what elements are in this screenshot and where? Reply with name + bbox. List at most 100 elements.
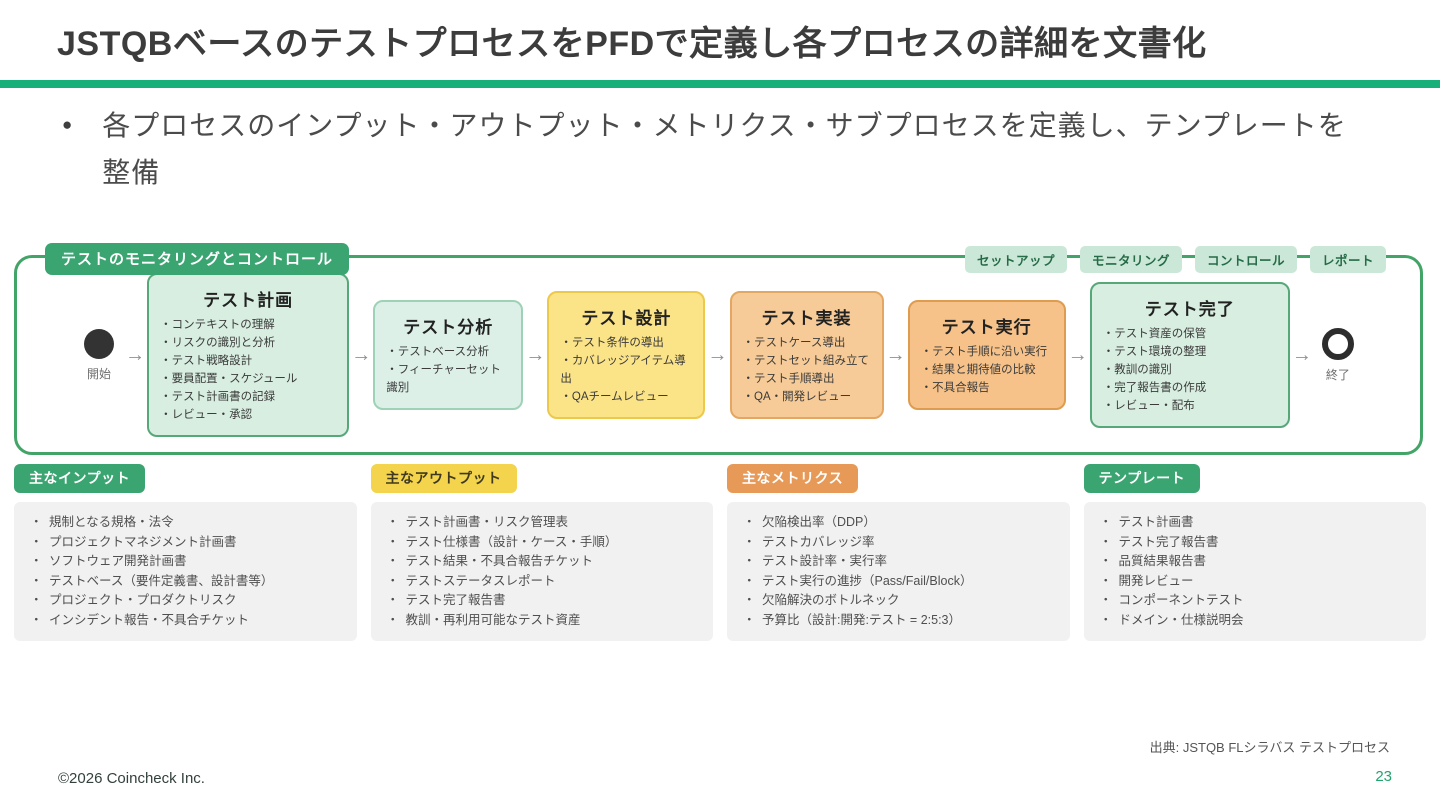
list-bullet-icon: ・ [30, 593, 43, 607]
panel-item: ・規制となる規格・法令 [30, 513, 341, 533]
process-item: ・テスト手順に沿い実行 [920, 345, 1048, 358]
panel-item: ・ソフトウェア開発計画書 [30, 552, 341, 572]
arrow-icon: → [707, 343, 728, 366]
process-item: ・テスト環境の整理 [1102, 345, 1207, 358]
process-item: ・不具合報告 [920, 382, 990, 395]
panel-item-text: 欠陥検出率（DDP） [762, 515, 876, 529]
process-item: ・テスト計画書の記録 [160, 391, 276, 404]
process-container: テストのモニタリングとコントロール セットアップモニタリングコントロールレポート… [14, 243, 1423, 455]
panel-item-text: ソフトウェア開発計画書 [49, 554, 187, 568]
bullet-icon: ● [62, 115, 73, 134]
panel-item: ・プロジェクトマネジメント計画書 [30, 533, 341, 553]
list-bullet-icon: ・ [386, 573, 400, 588]
list-bullet-icon: ・ [743, 612, 756, 627]
process-item: ・テスト手順導出 [742, 373, 835, 385]
process-item: ・テスト条件の導出 [560, 336, 664, 349]
process-item: ・テストケース導出 [742, 336, 846, 349]
list-bullet-icon: ・ [1099, 554, 1113, 568]
list-bullet-icon: ・ [743, 593, 756, 607]
panel-item: ・教訓・再利用可能なテスト資産 [387, 611, 698, 631]
panel-item: ・欠陥検出率（DDP） [743, 513, 1054, 533]
arrow-icon: → [351, 343, 372, 366]
arrow-icon: → [1291, 343, 1312, 366]
panel-item-text: 予算比（設計:開発:テスト = 2:5:3） [762, 612, 961, 627]
flow-process-box: テスト分析・テストベース分析・フィーチャーセット識別 [373, 299, 524, 411]
list-bullet-icon: ・ [30, 612, 43, 627]
process-title: テスト設計 [581, 308, 672, 328]
panel-item-text: テスト設計率・実行率 [762, 554, 888, 568]
list-bullet-icon: ・ [1099, 612, 1113, 627]
panel-item-text: インシデント報告・不具合チケット [49, 612, 250, 627]
end-node-label: 終了 [1325, 367, 1350, 382]
process-item: ・フィーチャーセット識別 [386, 363, 501, 395]
panel-list: ・規制となる規格・法令・プロジェクトマネジメント計画書・ソフトウェア開発計画書・… [14, 502, 357, 641]
panel-item-text: プロジェクトマネジメント計画書 [49, 534, 237, 549]
list-bullet-icon: ・ [386, 515, 400, 529]
panel-badge: 主なメトリクス [727, 464, 859, 493]
process-title: テスト実行 [941, 317, 1032, 337]
panel-item-text: プロジェクト・プロダクトリスク [49, 593, 237, 607]
process-item: ・テスト資産の保管 [1102, 327, 1207, 340]
process-flow: 開始→テスト計画・コンテキストの理解・リスクの識別と分析・テスト戦略設計・要員配… [17, 258, 1420, 452]
arrow-icon: → [1067, 343, 1088, 366]
flow-process-box: テスト実行・テスト手順に沿い実行・結果と期待値の比較・不具合報告 [907, 299, 1066, 411]
process-title: テスト完了 [1144, 299, 1235, 319]
start-node-label: 開始 [86, 366, 111, 381]
list-bullet-icon: ・ [30, 573, 43, 588]
panel-badge: 主なアウトプット [370, 464, 517, 493]
panel-item: ・テスト仕様書（設計・ケース・手順） [387, 533, 698, 553]
phase-tag: セットアップ [964, 246, 1067, 273]
copyright: ©2026 Coincheck Inc. [58, 770, 205, 787]
panel-item: ・品質結果報告書 [1100, 552, 1411, 572]
process-item: ・テストセット組み立て [742, 354, 870, 367]
process-title: テスト分析 [403, 317, 494, 337]
panel-item: ・テスト計画書・リスク管理表 [387, 513, 698, 533]
list-bullet-icon: ・ [30, 515, 43, 529]
list-bullet-icon: ・ [386, 534, 400, 549]
panel-item: ・テスト結果・不具合報告チケット [387, 552, 698, 572]
process-item: ・結果と期待値の比較 [920, 363, 1036, 376]
start-node: 開始 [75, 328, 123, 382]
panel-item: ・テスト完了報告書 [1100, 533, 1411, 553]
source-note: 出典: JSTQB FLシラバス テストプロセス [1149, 740, 1390, 755]
panel-item: ・テストステータスレポート [387, 572, 698, 592]
list-bullet-icon: ・ [386, 554, 400, 568]
panel-item-text: コンポーネントテスト [1118, 593, 1244, 607]
panel: テンプレート・テスト計画書・テスト完了報告書・品質結果報告書・開発レビュー・コン… [1083, 464, 1426, 641]
panel-badge: テンプレート [1083, 464, 1201, 493]
panel-item-text: テスト計画書・リスク管理表 [405, 515, 569, 529]
panel-item-text: ドメイン・仕様説明会 [1118, 612, 1244, 627]
end-node: 終了 [1314, 327, 1362, 383]
panel-item: ・テスト設計率・実行率 [743, 552, 1054, 572]
panel-item: ・テスト実行の進捗（Pass/Fail/Block） [743, 572, 1054, 592]
panel-list: ・欠陥検出率（DDP）・テストカバレッジ率・テスト設計率・実行率・テスト実行の進… [727, 502, 1070, 641]
panel-item-text: 品質結果報告書 [1118, 554, 1207, 568]
process-item: ・QAチームレビュー [560, 391, 669, 404]
panel-list: ・テスト計画書・リスク管理表・テスト仕様書（設計・ケース・手順）・テスト結果・不… [370, 502, 713, 641]
panel-item: ・テスト計画書 [1100, 513, 1411, 533]
flow-process-box: テスト実装・テストケース導出・テストセット組み立て・テスト手順導出・QA・開発レ… [729, 290, 884, 420]
panel-item: ・欠陥解決のボトルネック [743, 591, 1054, 611]
process-item: ・カバレッジアイテム導出 [560, 354, 686, 385]
arrow-icon: → [885, 343, 906, 366]
panel-item: ・テストカバレッジ率 [743, 533, 1054, 553]
end-node-icon [1321, 327, 1354, 360]
list-bullet-icon: ・ [743, 554, 756, 568]
phase-tag: モニタリング [1079, 246, 1182, 273]
page-title: JSTQBベースのテストプロセスをPFDで定義し各プロセスの詳細を文書化 [57, 25, 1207, 63]
phase-tag: コントロール [1194, 246, 1297, 273]
process-item: ・テストベース分析 [386, 345, 490, 358]
panel-item: ・コンポーネントテスト [1100, 591, 1411, 611]
panel-item-text: テストステータスレポート [405, 573, 556, 588]
panel-item: ・プロジェクト・プロダクトリスク [30, 591, 341, 611]
process-title: テスト計画 [203, 290, 294, 310]
flow-process-box: テスト完了・テスト資産の保管・テスト環境の整理・教訓の識別・完了報告書の作成・レ… [1089, 281, 1290, 429]
title-divider [0, 80, 1440, 88]
list-bullet-icon: ・ [1099, 573, 1113, 588]
panel-list: ・テスト計画書・テスト完了報告書・品質結果報告書・開発レビュー・コンポーネントテ… [1083, 502, 1426, 641]
process-item: ・コンテキストの理解 [160, 318, 275, 331]
list-bullet-icon: ・ [30, 534, 43, 549]
process-item: ・完了報告書の作成 [1102, 382, 1207, 395]
summary-text: 各プロセスのインプット・アウトプット・メトリクス・サブプロセスを定義し、テンプレ… [102, 110, 1347, 189]
